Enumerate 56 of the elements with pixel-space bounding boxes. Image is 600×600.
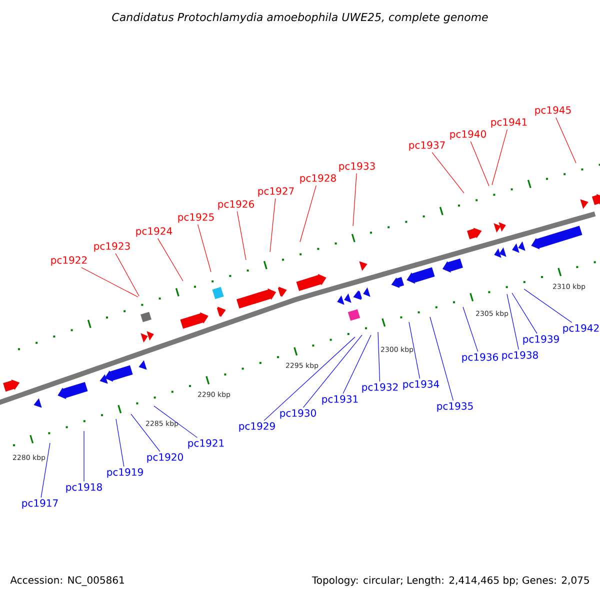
leader-line <box>506 294 519 350</box>
title: Candidatus Protochlamydia amoebophila UWE25, complete genome <box>112 12 488 24</box>
gene-label: pc1930 <box>280 409 316 419</box>
footer-text: Topology: circular; Length: 2,414,465 bp; Genes: 2,075 <box>312 576 589 586</box>
gene-label: pc1918 <box>66 483 102 493</box>
gene-label: pc1942 <box>563 324 599 334</box>
leader-line <box>512 292 538 334</box>
gene-label: pc1924 <box>136 227 172 237</box>
leader-line <box>115 253 140 296</box>
leader-line <box>158 238 184 282</box>
leader-line <box>236 211 246 260</box>
leader-line <box>302 334 362 408</box>
gene-label: pc1941 <box>491 118 527 128</box>
gene-label: pc1922 <box>51 256 87 266</box>
gene-label: pc1925 <box>178 213 214 223</box>
leader-line <box>270 198 276 252</box>
leader-line <box>556 117 576 164</box>
gene-label: pc1926 <box>218 200 254 210</box>
leader-line <box>130 414 160 452</box>
gene-label: pc1935 <box>437 402 473 412</box>
gene-label: pc1919 <box>107 468 143 478</box>
gene-label: pc1938 <box>502 351 538 361</box>
gene-label: pc1934 <box>403 380 440 390</box>
leader-line <box>154 406 198 438</box>
leader-line <box>81 267 138 298</box>
footer-text: Accession: NC_005861 <box>10 576 124 586</box>
leader-line <box>524 288 572 323</box>
gene-label: pc1940 <box>450 130 486 140</box>
gene-label: pc1917 <box>22 499 58 509</box>
gene-label: pc1923 <box>94 242 130 252</box>
leader-line <box>342 334 372 394</box>
leader-line <box>492 129 508 186</box>
leader-line <box>264 336 356 421</box>
gene-label: pc1929 <box>239 422 275 432</box>
leader-line <box>408 322 420 379</box>
gene-label: pc1931 <box>322 395 358 405</box>
gene-label: pc1945 <box>535 106 571 116</box>
gene-label: pc1928 <box>300 174 336 184</box>
gene-label: pc1927 <box>258 187 294 197</box>
gene-label: pc1939 <box>523 335 559 345</box>
leader-line <box>470 141 490 186</box>
leader-line <box>198 224 212 272</box>
gene-label: pc1932 <box>362 383 398 393</box>
gene-label: pc1921 <box>188 439 224 449</box>
gene-label: pc1936 <box>462 353 498 363</box>
leader-line <box>300 185 316 242</box>
leader-line <box>430 316 454 401</box>
leader-line <box>462 306 478 352</box>
leader-line <box>116 418 124 467</box>
gene-label: pc1933 <box>339 162 375 172</box>
leader-line <box>378 332 380 382</box>
leader-line <box>432 152 464 194</box>
leader-line <box>40 442 50 498</box>
leader-line <box>352 173 357 226</box>
gene-label: pc1937 <box>409 141 445 151</box>
gene-label: pc1920 <box>147 453 183 463</box>
